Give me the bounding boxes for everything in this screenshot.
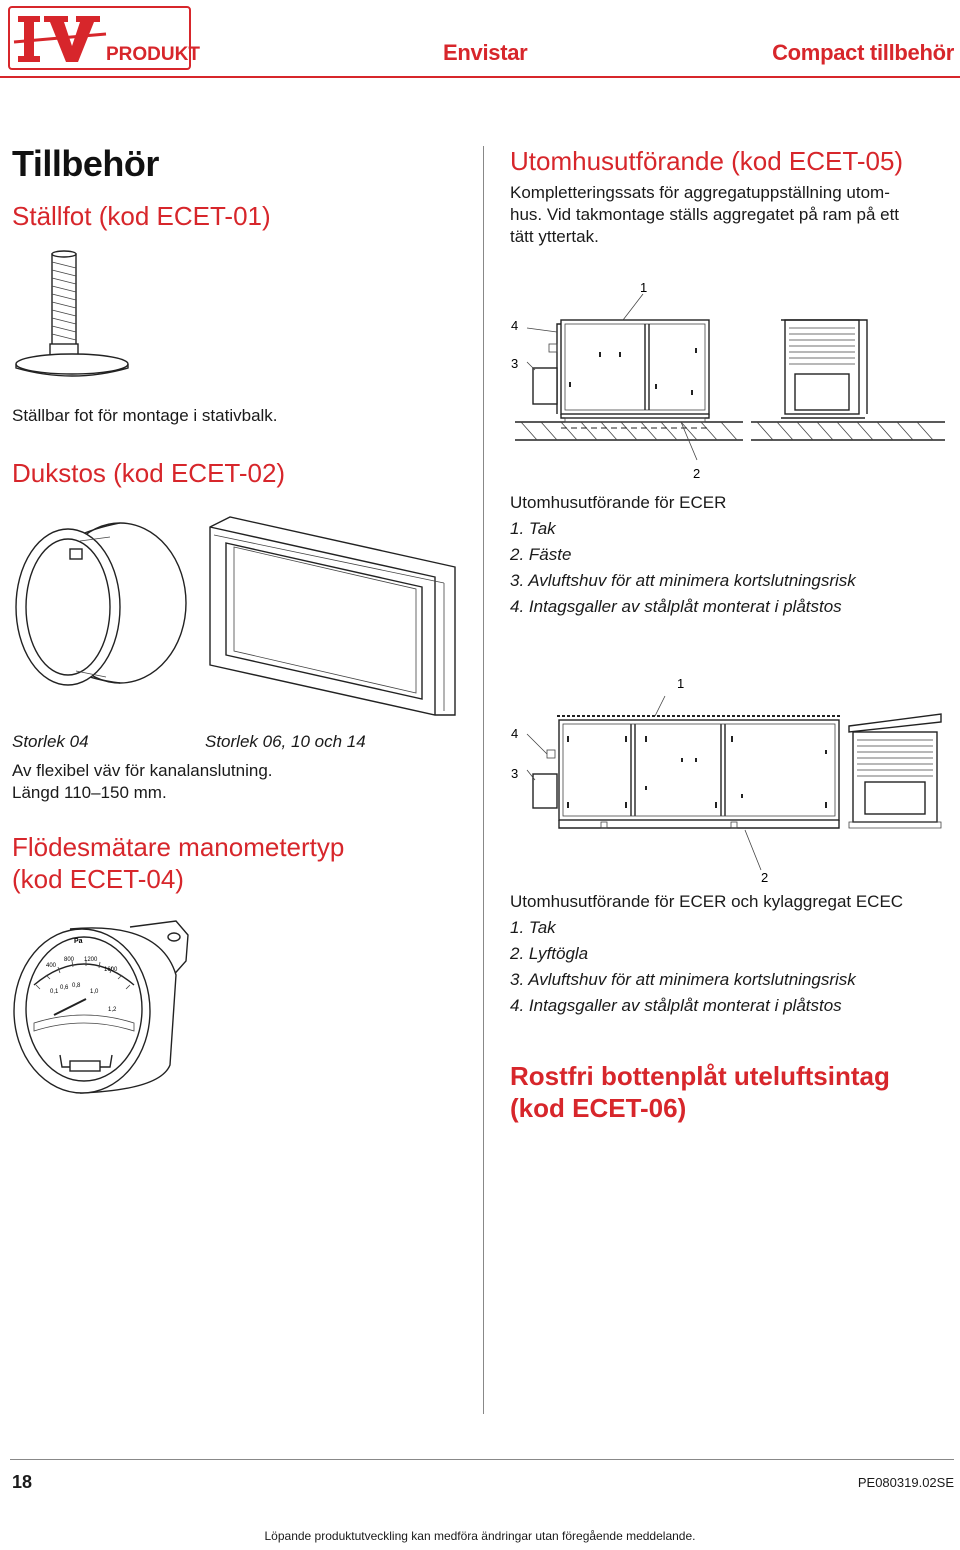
fig1-item-3: 3. Avluftshuv för att minimera kortslutn… xyxy=(510,571,856,590)
fig2-item-4: 4. Intagsgaller av stålplåt monterat i p… xyxy=(510,996,842,1015)
gauge-tick-1-2: 1,2 xyxy=(108,1007,117,1013)
ecet05-text-2: hus. Vid takmontage ställs aggregatet på… xyxy=(510,205,900,224)
ecet01-caption: Ställbar fot för montage i stativbalk. xyxy=(12,406,278,425)
gauge-tick-0-8: 0,8 xyxy=(72,983,81,989)
section-heading-ecet05: Utomhusutförande (kod ECET-05) xyxy=(510,146,904,176)
section-heading-ecet01: Ställfot (kod ECET-01) xyxy=(12,201,271,231)
round-flex-connector-illustration xyxy=(15,522,187,686)
size-label-04: Storlek 04 xyxy=(12,732,89,751)
manometer-gauge-illustration: Pa 400 800 1200 1600 0,1 0,6 0,8 1,0 1,2 xyxy=(13,920,189,1094)
column-divider xyxy=(483,146,484,1414)
header-section: Envistar xyxy=(443,40,528,65)
header-chapter: Compact tillbehör xyxy=(772,40,954,65)
fig2-item-1: 1. Tak xyxy=(510,918,556,937)
fig2-callout-1: 1 xyxy=(677,676,684,691)
gauge-unit: Pa xyxy=(74,938,83,945)
fig1-callout-4: 4 xyxy=(511,318,518,333)
adjustable-foot-illustration xyxy=(15,250,129,377)
fig2-callout-3: 3 xyxy=(511,766,518,781)
logo-text: PRODUKT xyxy=(106,44,200,65)
ecet02-text-2: Längd 110–150 mm. xyxy=(12,783,167,802)
fig1-callout-3: 3 xyxy=(511,356,518,371)
section-heading-ecet04-line2: (kod ECET-04) xyxy=(12,864,184,894)
fig2-callout-4: 4 xyxy=(511,726,518,741)
rectangular-flex-connector-illustration xyxy=(209,516,456,716)
gauge-tick-0-6: 0,6 xyxy=(60,985,69,991)
gauge-tick-1200: 1200 xyxy=(84,957,98,963)
section-heading-ecet06-line2: (kod ECET-06) xyxy=(510,1093,687,1123)
ecet05-text-3: tätt yttertak. xyxy=(510,227,599,246)
fig1-item-1: 1. Tak xyxy=(510,519,556,538)
fig2-caption-title: Utomhusutförande för ECER och kylaggrega… xyxy=(510,892,904,911)
fig1-item-2: 2. Fäste xyxy=(510,545,572,564)
footer-disclaimer: Löpande produktutveckling kan medföra än… xyxy=(264,1529,696,1543)
fig2-callout-2: 2 xyxy=(761,870,768,885)
doc-code: PE080319.02SE xyxy=(857,1475,954,1490)
gauge-tick-400: 400 xyxy=(46,963,57,969)
gauge-tick-800: 800 xyxy=(64,957,75,963)
section-heading-ecet02: Dukstos (kod ECET-02) xyxy=(12,458,286,488)
page-title: Tillbehör xyxy=(12,143,159,184)
header-rule xyxy=(0,76,960,78)
size-label-06-14: Storlek 06, 10 och 14 xyxy=(205,732,366,751)
section-heading-ecet04-line1: Flödesmätare manometertyp xyxy=(12,832,345,862)
fig2-item-3: 3. Avluftshuv för att minimera kortslutn… xyxy=(510,970,856,989)
ecet02-text-1: Av flexibel väv för kanalanslutning. xyxy=(12,761,273,780)
gauge-tick-1600: 1600 xyxy=(104,967,118,973)
iv-logo-icon xyxy=(13,16,107,62)
logo: PRODUKT xyxy=(8,6,200,70)
outdoor-ecer-illustration: 1 4 3 2 xyxy=(511,280,945,481)
fig1-caption-title: Utomhusutförande för ECER xyxy=(510,493,727,512)
section-heading-ecet06-line1: Rostfri bottenplåt uteluftsintag xyxy=(510,1061,890,1091)
fig2-item-2: 2. Lyftögla xyxy=(510,944,589,963)
gauge-tick-0-1: 0,1 xyxy=(50,989,59,995)
fig1-item-4: 4. Intagsgaller av stålplåt monterat i p… xyxy=(510,597,842,616)
page-number: 18 xyxy=(12,1472,33,1492)
gauge-tick-1-0: 1,0 xyxy=(90,989,99,995)
fig1-callout-1: 1 xyxy=(640,280,647,295)
ecet05-text-1: Kompletteringssats för aggregatuppställn… xyxy=(510,183,890,202)
fig1-callout-2: 2 xyxy=(693,466,700,481)
outdoor-ecer-ecec-illustration: 1 4 3 2 xyxy=(511,676,942,885)
footer-rule xyxy=(10,1459,954,1460)
